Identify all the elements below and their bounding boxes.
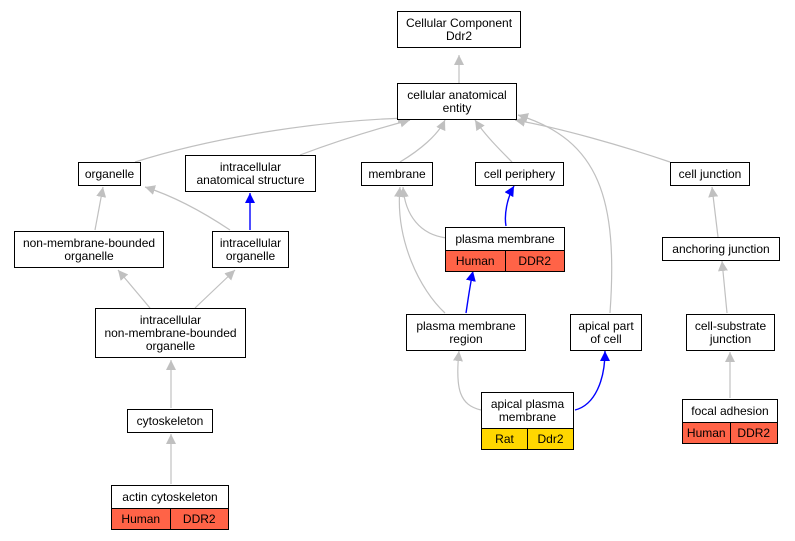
node-label: Ddr2 bbox=[445, 28, 472, 43]
node-label: organelle bbox=[225, 248, 276, 263]
node-cellular-component[interactable]: Cellular Component Ddr2 bbox=[397, 11, 521, 48]
node-label: intracellular bbox=[219, 235, 282, 250]
edge-anch-junction bbox=[708, 186, 719, 238]
edge-periphery-cae bbox=[474, 119, 513, 163]
node-apical-part-of-cell[interactable]: apical part of cell bbox=[570, 314, 642, 351]
node-cellular-anatomical-entity[interactable]: cellular anatomical entity bbox=[397, 83, 517, 120]
node-cell-substrate-junction[interactable]: cell-substrate junction bbox=[686, 314, 775, 351]
node-label: cell periphery bbox=[483, 166, 556, 181]
node-label: Cellular Component bbox=[405, 15, 513, 30]
edge-nmbo-organelle bbox=[94, 186, 107, 231]
node-label: non-membrane-bounded bbox=[22, 235, 156, 250]
node-label: non-membrane-bounded bbox=[104, 325, 237, 340]
node-organelle[interactable]: organelle bbox=[78, 162, 141, 186]
node-apical-plasma-membrane[interactable]: apical plasma membrane bbox=[481, 392, 574, 429]
edge-io-organelle bbox=[144, 185, 231, 231]
node-label: cellular anatomical bbox=[407, 87, 507, 102]
node-label: plasma membrane bbox=[455, 231, 555, 246]
node-label: apical plasma bbox=[490, 396, 565, 411]
node-plasma-membrane[interactable]: plasma membrane bbox=[445, 227, 565, 251]
annotation-focal-adhesion: Human DDR2 bbox=[682, 422, 778, 444]
node-label: anatomical structure bbox=[196, 172, 305, 187]
node-label: plasma membrane bbox=[416, 318, 516, 333]
node-label: organelle bbox=[84, 166, 135, 181]
node-intracellular-anatomical-structure[interactable]: intracellular anatomical structure bbox=[185, 155, 316, 192]
node-intracellular-organelle[interactable]: intracellular organelle bbox=[212, 231, 289, 268]
node-label: organelle bbox=[64, 248, 114, 263]
node-label: intracellular bbox=[219, 159, 282, 174]
node-plasma-membrane-region[interactable]: plasma membrane region bbox=[406, 314, 526, 351]
node-label: region bbox=[449, 331, 483, 346]
edge-pm-membrane bbox=[398, 186, 448, 239]
edge-pm-periphery-blue bbox=[504, 185, 515, 227]
node-intracellular-non-membrane-bounded-organelle[interactable]: intracellular non-membrane-bounded organ… bbox=[95, 308, 246, 358]
edge-apical-cae bbox=[517, 113, 613, 314]
node-cytoskeleton[interactable]: cytoskeleton bbox=[127, 409, 213, 433]
edge-inmbo-nmbo bbox=[117, 269, 151, 309]
edge-apm-apical-blue bbox=[574, 350, 610, 411]
edge-inmbo-io bbox=[194, 269, 236, 309]
node-label: focal adhesion bbox=[691, 403, 769, 418]
node-label: actin cytoskeleton bbox=[122, 489, 218, 504]
gene-label: DDR2 bbox=[504, 251, 565, 271]
organism-label: Human bbox=[121, 511, 161, 526]
organism-label: Human bbox=[455, 253, 495, 268]
node-membrane[interactable]: membrane bbox=[361, 162, 433, 186]
node-label: organelle bbox=[145, 338, 196, 353]
node-label: cell-substrate bbox=[694, 318, 767, 333]
node-cell-periphery[interactable]: cell periphery bbox=[475, 162, 564, 186]
edge-ias-cae bbox=[299, 117, 411, 156]
organism-label: Human bbox=[686, 425, 726, 440]
edge-pmr-pm-blue bbox=[465, 270, 476, 314]
gene-label: DDR2 bbox=[729, 423, 778, 443]
node-actin-cytoskeleton[interactable]: actin cytoskeleton bbox=[111, 485, 229, 509]
node-label: junction bbox=[709, 331, 752, 346]
node-label: anchoring junction bbox=[672, 241, 770, 256]
node-cell-junction[interactable]: cell junction bbox=[670, 162, 750, 186]
node-label: of cell bbox=[590, 331, 622, 346]
node-label: cell junction bbox=[678, 166, 742, 181]
node-anchoring-junction[interactable]: anchoring junction bbox=[662, 237, 780, 261]
edge-membrane-cae bbox=[399, 119, 446, 163]
node-non-membrane-bounded-organelle[interactable]: non-membrane-bounded organelle bbox=[14, 231, 164, 268]
annotation-actin-cytoskeleton: Human DDR2 bbox=[111, 508, 229, 530]
annotation-apical-plasma-membrane: Rat Ddr2 bbox=[481, 428, 574, 450]
node-label: membrane bbox=[368, 166, 426, 181]
edge-junction-cae bbox=[514, 116, 671, 163]
node-label: intracellular bbox=[139, 312, 202, 327]
edge-organelle-cae bbox=[134, 113, 409, 163]
edge-pmr-membrane bbox=[394, 186, 446, 314]
gene-label: DDR2 bbox=[169, 509, 229, 529]
edge-csj-anch bbox=[717, 260, 728, 314]
node-label: entity bbox=[442, 100, 472, 115]
gene-label: Ddr2 bbox=[527, 429, 573, 449]
edge-apm-pmr bbox=[453, 350, 482, 411]
node-label: membrane bbox=[498, 409, 557, 424]
node-label: cytoskeleton bbox=[136, 413, 204, 428]
node-label: apical part bbox=[578, 318, 634, 333]
node-focal-adhesion[interactable]: focal adhesion bbox=[682, 399, 778, 423]
annotation-plasma-membrane: Human DDR2 bbox=[445, 250, 565, 272]
organism-label: Rat bbox=[495, 431, 514, 446]
